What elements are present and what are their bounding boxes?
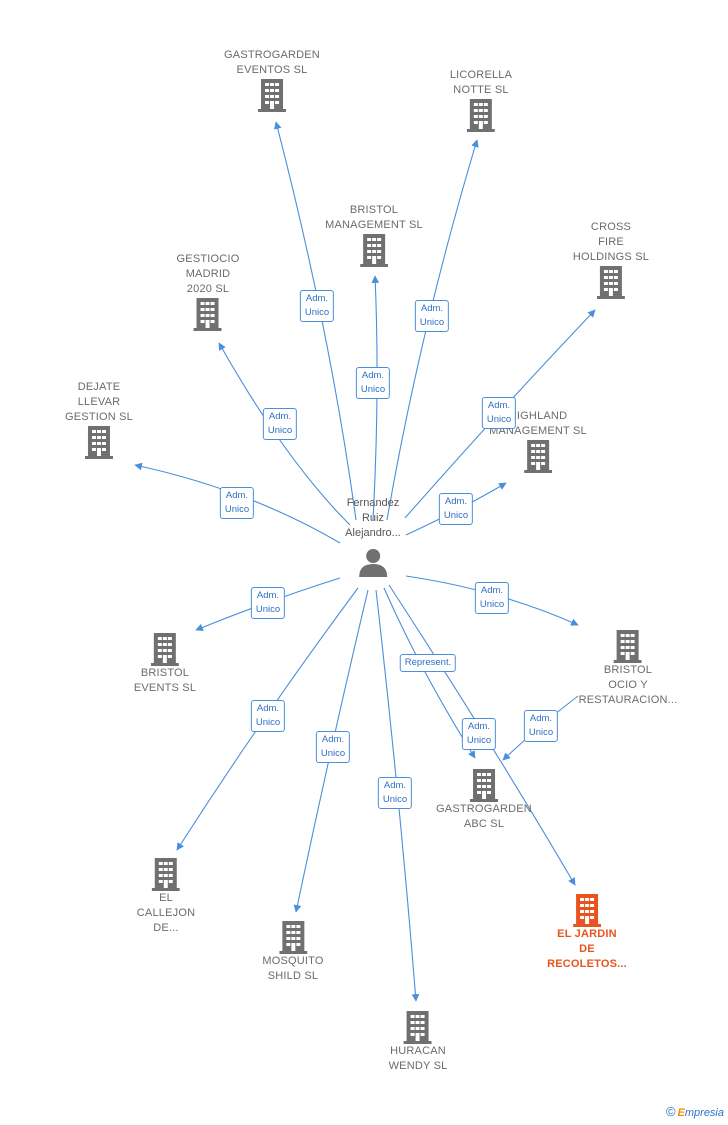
edge-gastrogarden-eventos: [274, 121, 357, 521]
copyright-symbol: ©: [665, 1104, 676, 1119]
company-bristol-events[interactable]: BRISTOL EVENTS SL: [134, 632, 196, 696]
company-label: BRISTOL MANAGEMENT SL: [325, 204, 423, 231]
company-licorella-notte[interactable]: LICORELLA NOTTE SL: [450, 68, 512, 132]
company-huracan-wendy[interactable]: HURACAN WENDY SL: [389, 1010, 448, 1074]
company-label: DEJATE LLEVAR GESTION SL: [64, 381, 134, 423]
company-label: GASTROGARDEN ABC SL: [436, 803, 532, 830]
building-icon: [403, 1011, 432, 1044]
footer-brand[interactable]: ©Empresia: [666, 1104, 724, 1119]
company-gastrogarden-abc[interactable]: GASTROGARDEN ABC SL: [436, 768, 532, 832]
building-icon: [469, 769, 498, 802]
building-icon: [613, 630, 642, 663]
building-icon: [85, 426, 113, 459]
company-label: BRISTOL OCIO Y RESTAURACION...: [578, 664, 678, 706]
company-label: EL CALLEJON DE...: [136, 892, 196, 934]
company-label: EL JARDIN DE RECOLETOS...: [547, 928, 627, 970]
edge-gestiocio: [218, 342, 351, 526]
company-highland-management[interactable]: HIGHLAND MANAGEMENT SL: [489, 409, 587, 473]
building-icon: [150, 633, 179, 666]
relation-badge[interactable]: Adm. Unico: [523, 710, 559, 742]
building-icon: [360, 234, 388, 267]
company-label: CROSS FIRE HOLDINGS SL: [572, 221, 650, 263]
building-icon: [572, 894, 601, 927]
relation-badge[interactable]: Adm. Unico: [355, 367, 391, 399]
relation-badge[interactable]: Adm. Unico: [474, 582, 510, 614]
company-el-jardin[interactable]: EL JARDIN DE RECOLETOS...: [547, 893, 627, 972]
relation-badge[interactable]: Represent.: [399, 654, 457, 672]
relation-badge[interactable]: Adm. Unico: [377, 777, 413, 809]
company-mosquito-shild[interactable]: MOSQUITO SHILD SL: [262, 920, 323, 984]
relation-badge[interactable]: Adm. Unico: [250, 700, 286, 732]
company-cross-fire[interactable]: CROSS FIRE HOLDINGS SL: [573, 220, 649, 299]
relation-badge[interactable]: Adm. Unico: [262, 408, 298, 440]
relation-badge[interactable]: Adm. Unico: [414, 300, 450, 332]
company-bristol-ocio[interactable]: BRISTOL OCIO Y RESTAURACION...: [579, 629, 678, 708]
relation-badge[interactable]: Adm. Unico: [461, 718, 497, 750]
building-icon: [524, 440, 552, 473]
relation-badge[interactable]: Adm. Unico: [315, 731, 351, 763]
company-label: GASTROGARDEN EVENTOS SL: [224, 49, 320, 76]
building-icon: [257, 79, 286, 112]
company-gastrogarden-eventos[interactable]: GASTROGARDEN EVENTOS SL: [224, 48, 320, 112]
relation-badge[interactable]: Adm. Unico: [219, 487, 255, 519]
person-node[interactable]: Fernandez Ruiz Alejandro...: [345, 496, 401, 577]
company-el-callejon[interactable]: EL CALLEJON DE...: [137, 857, 195, 936]
relation-badge[interactable]: Adm. Unico: [299, 290, 335, 322]
relation-badge[interactable]: Adm. Unico: [481, 397, 517, 429]
building-icon: [596, 266, 625, 299]
company-bristol-management[interactable]: BRISTOL MANAGEMENT SL: [325, 203, 423, 267]
company-label: MOSQUITO SHILD SL: [262, 955, 324, 982]
relation-badge[interactable]: Adm. Unico: [438, 493, 474, 525]
company-label: HIGHLAND MANAGEMENT SL: [489, 410, 587, 437]
company-label: GESTIOCIO MADRID 2020 SL: [176, 253, 240, 295]
brand-name: mpresia: [684, 1107, 724, 1119]
person-label: Fernandez Ruiz Alejandro...: [345, 497, 401, 539]
company-label: LICORELLA NOTTE SL: [449, 69, 513, 96]
building-icon: [466, 99, 495, 132]
company-dejate-llevar[interactable]: DEJATE LLEVAR GESTION SL: [65, 380, 133, 459]
company-label: BRISTOL EVENTS SL: [133, 667, 197, 694]
building-icon: [151, 858, 180, 891]
company-label: HURACAN WENDY SL: [388, 1045, 448, 1072]
brand-initial: E: [677, 1107, 685, 1119]
relation-badge[interactable]: Adm. Unico: [250, 587, 286, 619]
company-gestiocio-madrid[interactable]: GESTIOCIO MADRID 2020 SL: [177, 252, 240, 331]
person-icon: [359, 549, 387, 577]
building-icon: [193, 298, 222, 331]
building-icon: [278, 921, 307, 954]
